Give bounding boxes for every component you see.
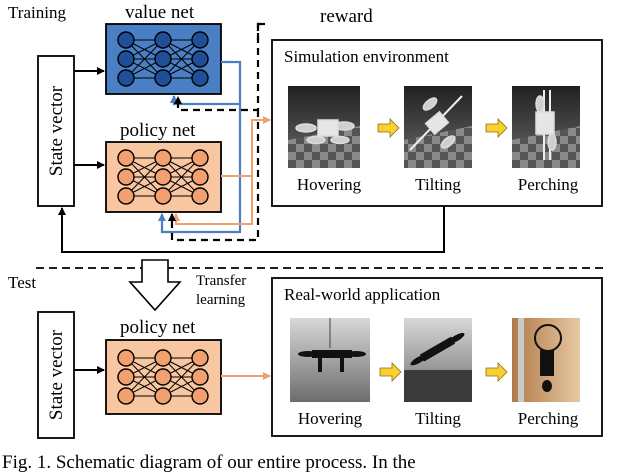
nn-node	[117, 31, 135, 49]
nn-node	[117, 69, 135, 87]
state-vector-label-test: State vector	[46, 329, 67, 420]
sim-phase-perching: Perching	[518, 175, 579, 194]
nn-node	[191, 168, 209, 186]
policy-net-box-training: policy net	[105, 120, 222, 213]
policy-action-arrow	[221, 116, 271, 177]
sim-arrow-2-icon	[485, 118, 508, 138]
nn-edge	[162, 357, 201, 397]
nn-edge	[162, 157, 201, 197]
sim-image-perching	[512, 86, 580, 168]
value-net-label: value net	[125, 2, 195, 23]
nn-edge	[125, 39, 164, 79]
nn-node	[191, 368, 209, 386]
simulation-title: Simulation environment	[284, 47, 449, 66]
sim-image-tilting	[404, 86, 472, 168]
reward-label: reward	[320, 6, 373, 27]
nn-node	[154, 368, 172, 386]
real-world-box: Real-world application	[271, 277, 603, 437]
nn-node	[191, 31, 209, 49]
state-vector-label-training: State vector	[46, 85, 67, 176]
real-world-title: Real-world application	[284, 285, 441, 304]
state-feedback-arrow	[58, 206, 445, 253]
nn-node	[154, 149, 172, 167]
nn-node	[191, 50, 209, 68]
nn-node	[154, 31, 172, 49]
nn-node	[117, 387, 135, 405]
policy-net-label-test: policy net	[120, 317, 196, 338]
sim-phase-hovering: Hovering	[297, 175, 362, 194]
nn-node	[154, 168, 172, 186]
figure-caption: Fig. 1. Schematic diagram of our entire …	[2, 452, 416, 473]
nn-edge	[125, 157, 164, 197]
transfer-label-line1: Transfer	[196, 273, 246, 289]
state-vector-box-training: State vector	[37, 55, 75, 207]
state-vector-box-test: State vector	[37, 311, 75, 439]
value-to-policy-arrow	[158, 104, 242, 234]
nn-node	[154, 50, 172, 68]
nn-node	[191, 149, 209, 167]
nn-node	[191, 387, 209, 405]
nn-node	[191, 187, 209, 205]
nn-node	[154, 387, 172, 405]
policy-net-label-training: policy net	[120, 120, 196, 141]
real-arrow-1-icon	[379, 362, 402, 382]
nn-node	[117, 50, 135, 68]
nn-node	[117, 168, 135, 186]
nn-node	[117, 149, 135, 167]
training-section-label: Training	[8, 3, 66, 22]
nn-node	[191, 349, 209, 367]
policy-update-arrow	[172, 176, 253, 225]
policy-net-box-test: policy net	[105, 317, 222, 415]
transfer-arrow-icon	[128, 259, 182, 312]
sim-arrow-1-icon	[377, 118, 400, 138]
nn-edge	[125, 357, 164, 397]
nn-node	[117, 368, 135, 386]
nn-node	[154, 187, 172, 205]
reward-dashed-to-policy	[168, 110, 260, 242]
real-image-perching	[512, 318, 580, 402]
test-section-label: Test	[8, 273, 36, 292]
nn-edge	[162, 39, 201, 79]
sim-phase-tilting: Tilting	[415, 175, 461, 194]
transfer-label-line2: learning	[196, 292, 246, 308]
real-arrow-2-icon	[485, 362, 508, 382]
nn-node	[154, 69, 172, 87]
sim-image-hovering	[288, 86, 360, 168]
nn-node	[117, 349, 135, 367]
value-net-box	[105, 23, 222, 95]
nn-node	[191, 69, 209, 87]
simulation-environment-box: Simulation environment	[271, 39, 603, 207]
nn-node	[154, 349, 172, 367]
real-phase-tilting: Tilting	[415, 409, 461, 428]
real-image-tilting	[404, 318, 472, 402]
nn-node	[117, 187, 135, 205]
real-image-hovering	[290, 318, 370, 402]
real-phase-perching: Perching	[518, 409, 579, 428]
reward-dashed-to-value	[174, 24, 260, 112]
real-phase-hovering: Hovering	[298, 409, 363, 428]
